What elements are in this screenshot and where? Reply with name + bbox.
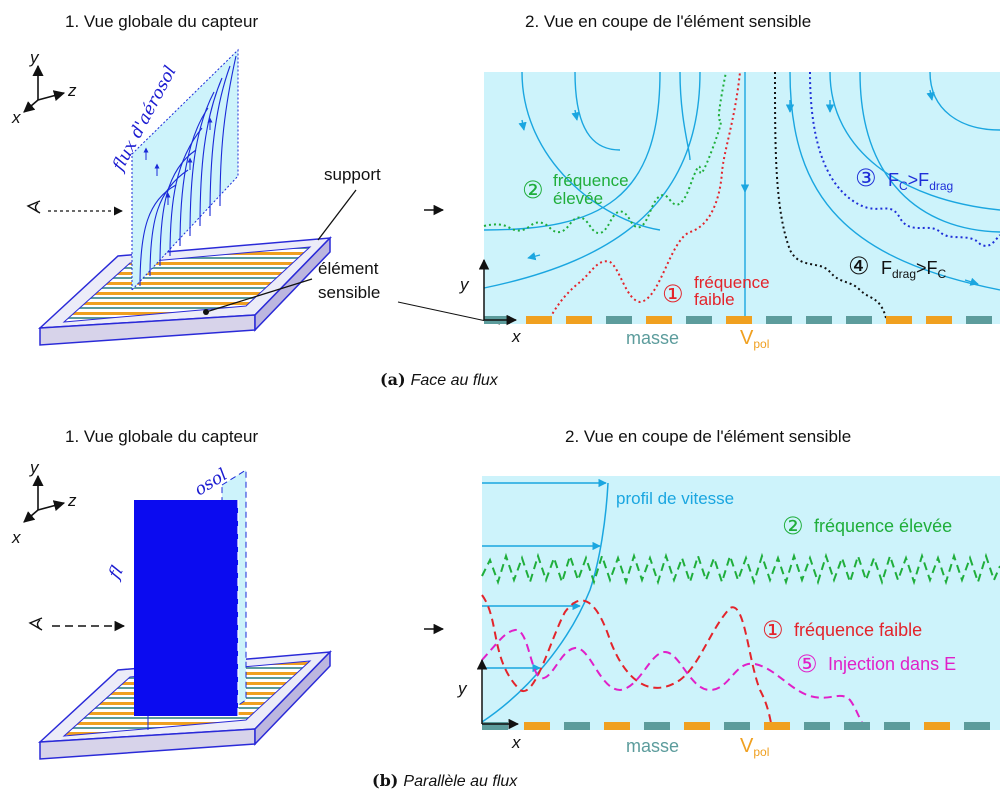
case4-sub1: drag [892,267,916,281]
sensor-leader [205,278,313,313]
case3-f: F [888,170,899,190]
masse-label-a: masse [626,328,679,348]
caption-a-label: (a) [380,370,406,389]
caption-b: (b) Parallèle au flux [372,771,518,790]
section-a-y-label: y [459,275,470,294]
case4-sub2: C [938,267,947,281]
section-b-x-label: x [511,733,521,752]
axis-z-label: z [67,81,77,100]
freq-high-b: fréquence élevée [814,516,952,536]
freq-high-2-a: élevée [553,189,603,208]
panel-b: 1. Vue globale du capteur 2. Vue en coup… [11,427,1000,790]
flux-block-b [134,500,238,716]
axis-x-label-b: x [11,528,21,547]
panel-a: 1. Vue globale du capteur 2. Vue en coup… [11,12,1000,389]
sensor-zoom-leader [397,301,501,325]
eye-icon [26,200,123,216]
profil-label: profil de vitesse [616,489,734,508]
vpol-v-a: V [740,327,754,349]
sensor-substrate-a [37,236,332,346]
axis-z-label-b: z [67,491,77,510]
axis-x-label: x [11,108,21,127]
section-b-y-label: y [457,679,468,698]
caption-a: (a) Face au flux [380,370,499,389]
panel-a-right-title: 2. Vue en coupe de l'élément sensible [525,12,811,31]
axes-glyph-b: y z x [11,458,77,547]
masse-label-b: masse [626,736,679,756]
electrode-row-b [482,722,990,730]
flow-region-a [484,72,1000,324]
case4-f: F [881,258,892,278]
caption-a-text: Face au flux [411,372,499,389]
caption-b-label: (b) [372,771,398,790]
vpol-sub-a: pol [753,337,769,351]
aerosol-flux-sheet-b: fl osol [104,465,247,730]
case3-sub2: drag [929,179,953,193]
sensor-label-1: élément [318,259,379,278]
panel-b-right-title: 2. Vue en coupe de l'élément sensible [565,427,851,446]
inj-num: ⑤ [796,650,818,678]
sensor-label-2: sensible [318,283,380,302]
freq-high-num-b: ② [782,512,804,540]
freq-low-num-b: ① [762,616,784,644]
case3-gt: >F [908,170,930,190]
case4-gt: >F [916,258,938,278]
eye-icon-b [28,617,126,632]
caption-b-text: Parallèle au flux [403,773,518,790]
axis-y-label: y [29,48,40,67]
flow-region-b [482,476,1000,730]
panel-a-left-title: 1. Vue globale du capteur [65,12,258,31]
support-label: support [324,165,381,184]
svg-text:Fdrag>FC: Fdrag>FC [881,258,947,281]
svg-text:FC>Fdrag: FC>Fdrag [888,170,953,193]
inj-label: Injection dans E [828,654,956,674]
cross-section-b: y x [457,476,1000,752]
case4-num: ④ [848,252,870,280]
case3-num: ③ [855,164,877,192]
svg-text:Vpol: Vpol [740,327,769,351]
axis-y-label-b: y [29,458,40,477]
freq-low-2-a: faible [694,290,735,309]
panel-b-left-title: 1. Vue globale du capteur [65,427,258,446]
axes-glyph-a: y z x [11,48,77,127]
section-a-x-label: x [511,327,521,346]
flux-label-b-a: fl [104,563,128,584]
freq-high-num-a: ② [522,176,544,204]
vpol-sub-b: pol [753,745,769,759]
case3-sub1: C [899,179,908,193]
cross-section-a: y x [459,71,1000,346]
freq-low-num-a: ① [662,280,684,308]
freq-low-1-a: fréquence [694,273,770,292]
support-leader [317,189,357,241]
svg-text:Vpol: Vpol [740,735,769,759]
vpol-v-b: V [740,735,754,757]
freq-high-1-a: fréquence [553,171,629,190]
freq-low-b: fréquence faible [794,620,922,640]
